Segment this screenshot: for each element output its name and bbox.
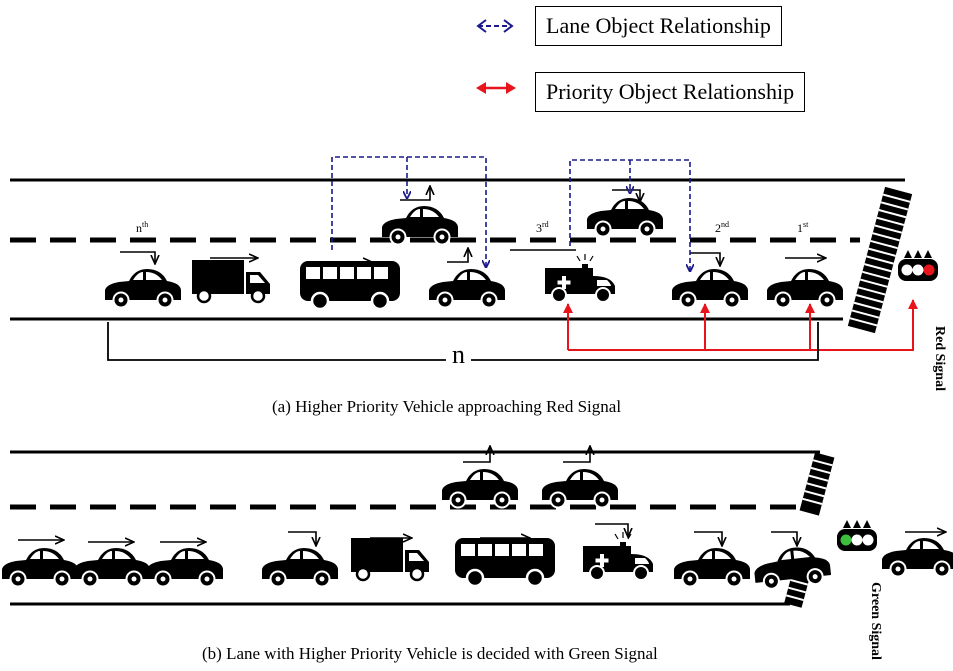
label-first-text: 1	[797, 221, 803, 235]
bus-icon	[453, 536, 557, 588]
queue-length-label: n	[446, 340, 471, 370]
car-icon	[146, 547, 224, 588]
label-second-sup: nd	[721, 220, 729, 229]
car-icon	[261, 547, 339, 588]
car-icon	[881, 537, 953, 578]
ambulance-icon	[582, 531, 654, 581]
traffic-light-icon	[837, 520, 877, 551]
label-first-sup: st	[803, 220, 809, 229]
legend-lane-label: Lane Object Relationship	[535, 6, 782, 46]
bus-icon	[298, 259, 402, 311]
label-nth-sup: th	[142, 220, 149, 229]
label-second-text: 2	[715, 221, 721, 235]
legend-lane-arrow-icon	[476, 19, 514, 33]
legend-priority-arrow-icon	[476, 82, 516, 94]
label-nth-text: n	[136, 221, 142, 235]
truck-icon	[349, 536, 431, 582]
legend-lane-text: Lane Object Relationship	[546, 13, 771, 38]
label-third-text: 3	[536, 221, 542, 235]
car-icon	[673, 547, 751, 588]
road-b	[10, 450, 820, 606]
crosswalk-icon	[784, 452, 835, 608]
car-icon	[766, 268, 844, 309]
label-nth: nth	[136, 220, 148, 236]
caption-b: (b) Lane with Higher Priority Vehicle is…	[202, 644, 658, 663]
priority-relationship-arrows	[563, 299, 918, 351]
legend-priority-text: Priority Object Relationship	[546, 79, 795, 104]
traffic-light-icon	[898, 250, 938, 281]
green-signal-text: Green Signal	[868, 582, 883, 660]
ambulance-icon	[544, 253, 616, 303]
red-signal-text: Red Signal	[932, 326, 947, 391]
car-icon	[73, 547, 151, 588]
motion-arrows-a	[120, 186, 826, 266]
lane-relationship-arrows	[331, 156, 690, 271]
car-icon	[541, 468, 619, 509]
label-first: 1st	[797, 220, 808, 236]
label-second: 2nd	[715, 220, 729, 236]
legend-priority-label: Priority Object Relationship	[535, 72, 806, 112]
car-icon	[428, 268, 506, 309]
truck-icon	[190, 258, 272, 304]
red-signal-label: Red Signal	[932, 326, 947, 391]
crosswalk-icon	[847, 186, 913, 334]
green-signal-label: Green Signal	[868, 582, 883, 660]
motion-arrows-b	[18, 446, 946, 546]
label-third-sup: rd	[542, 220, 549, 229]
car-icon	[671, 268, 749, 309]
caption-a: (a) Higher Priority Vehicle approaching …	[272, 397, 622, 416]
car-icon	[1, 547, 79, 588]
car-icon	[586, 197, 664, 238]
label-third: 3rd	[536, 220, 549, 236]
car-icon	[441, 468, 519, 509]
car-icon	[104, 268, 182, 309]
